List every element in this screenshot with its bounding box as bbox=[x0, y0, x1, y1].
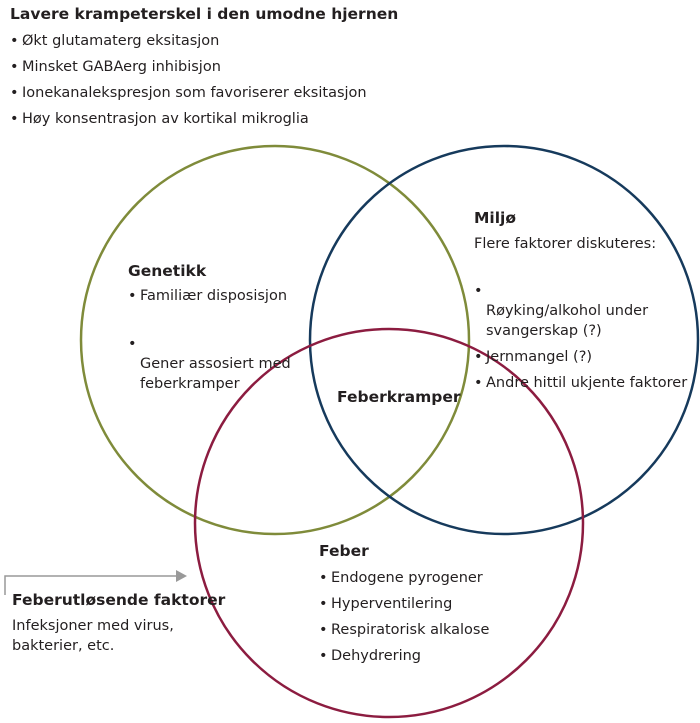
genetics-list: • Familiær disposisjon • Gener assosiert… bbox=[128, 286, 291, 394]
center-label: Feberkramper bbox=[337, 388, 461, 406]
list-item: • Gener assosiert med feberkramper bbox=[128, 336, 291, 392]
list-item: • Familiær disposisjon bbox=[128, 288, 288, 304]
immature-brain-list: Økt glutamaterg eksitasjon Minsket GABAe… bbox=[10, 28, 367, 132]
list-item: Endogene pyrogener bbox=[319, 565, 489, 591]
list-item: Hyperventilering bbox=[319, 591, 489, 617]
list-item: • Andre hittil ukjente faktorer bbox=[474, 375, 688, 391]
genetics-circle bbox=[79, 144, 471, 536]
list-item: Økt glutamaterg eksitasjon bbox=[10, 28, 367, 54]
list-item: • Jernmangel (?) bbox=[474, 349, 593, 365]
fever-list: Endogene pyrogener Hyperventilering Resp… bbox=[319, 565, 489, 669]
environment-list: • Røyking/alkohol under svangerskap (?) … bbox=[474, 261, 687, 393]
list-item: Høy konsentrasjon av kortikal mikroglia bbox=[10, 106, 367, 132]
triggers-title: Feberutløsende faktorer bbox=[12, 591, 226, 609]
list-item: Respiratorisk alkalose bbox=[319, 617, 489, 643]
environment-title: Miljø bbox=[474, 209, 517, 227]
arrow-connector bbox=[4, 570, 187, 595]
list-item: Minsket GABAerg inhibisjon bbox=[10, 54, 367, 80]
fever-title: Feber bbox=[319, 542, 369, 560]
list-item: Dehydrering bbox=[319, 643, 489, 669]
list-item: Ionekanalekspresjon som favoriserer eksi… bbox=[10, 80, 367, 106]
fever-circle bbox=[193, 327, 585, 719]
environment-circle bbox=[308, 144, 700, 536]
environment-subtitle: Flere faktorer diskuteres: bbox=[474, 236, 657, 252]
immature-brain-title: Lavere krampeterskel i den umodne hjerne… bbox=[10, 5, 399, 23]
list-item: • Røyking/alkohol under svangerskap (?) bbox=[474, 283, 649, 339]
genetics-title: Genetikk bbox=[128, 262, 207, 280]
triggers-text: Infeksjoner med virus, bakterier, etc. bbox=[12, 618, 174, 654]
